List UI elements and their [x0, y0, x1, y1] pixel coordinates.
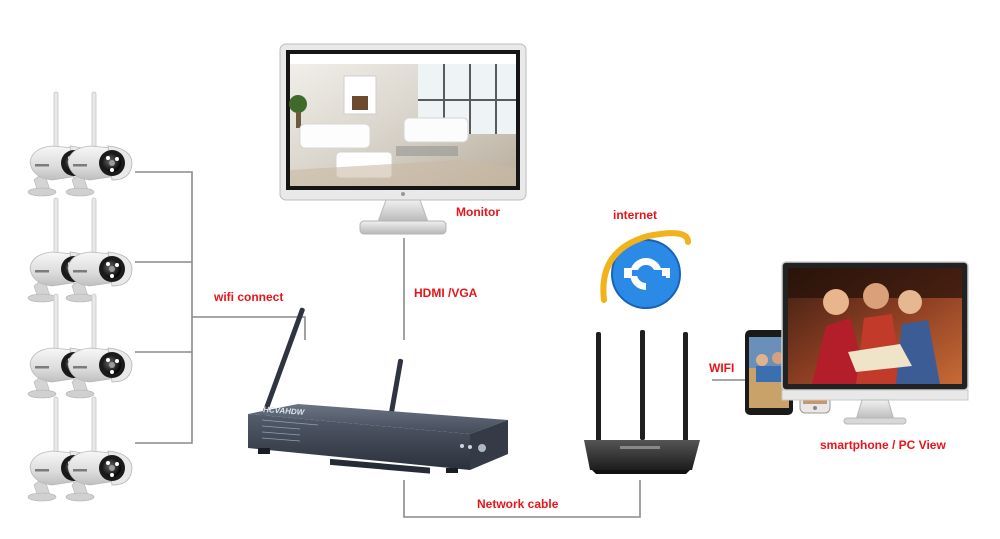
network-cable-label: Network cable — [477, 497, 559, 511]
router-antenna — [683, 332, 688, 442]
camera-icon — [65, 293, 133, 399]
internet-explorer-icon — [600, 230, 691, 309]
monitor-icon — [279, 43, 527, 235]
wifi-label: WIFI — [709, 361, 735, 375]
camera-bus-line — [135, 171, 193, 444]
network-cable-line — [403, 480, 641, 518]
connection-lines — [135, 171, 745, 518]
camera-icon — [65, 91, 133, 197]
tablet-icon — [745, 330, 793, 415]
internet-label: internet — [613, 208, 658, 222]
hdmi-vga-label: HDMI /VGA — [414, 286, 478, 300]
monitor-label: Monitor — [456, 205, 500, 219]
pc-monitor-icon — [781, 261, 969, 425]
viewers-label: smartphone / PC View — [820, 438, 946, 452]
router-icon — [584, 330, 700, 474]
router-antenna — [640, 330, 645, 440]
nvr-brand-text: HCVAHDW — [263, 405, 306, 417]
wifi-to-nvr-line — [192, 316, 306, 340]
wifi-connect-label: wifi connect — [214, 290, 284, 304]
router-antenna — [596, 332, 601, 442]
camera-array — [27, 91, 133, 502]
camera-icon — [65, 197, 133, 303]
camera-icon — [65, 396, 133, 502]
nvr-recorder-icon — [248, 307, 508, 474]
